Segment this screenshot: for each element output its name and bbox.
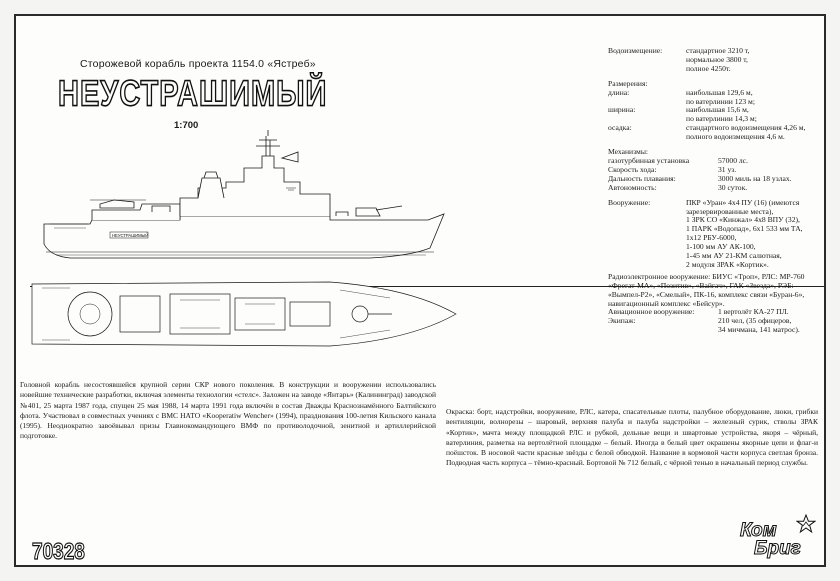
product-code: 70328 — [32, 539, 86, 566]
spec-label: длина: — [608, 87, 630, 97]
spec-value: по ватерлинии 14,3 м; — [686, 114, 757, 124]
spec-value: 210 чел, (35 офицеров, — [718, 316, 792, 326]
spec-value: «Фрегат-МА», «Позитив», «Вайгач», ГАК «З… — [608, 280, 794, 290]
spec-value: 1 ЗРК СО «Кинжал» 4х8 ВПУ (32), — [686, 215, 800, 225]
spec-value: по ватерлинии 123 м; — [686, 96, 755, 106]
spec-label: ширина: — [608, 105, 636, 115]
spec-armament: Вооружение: ПКР «Уран» 4х4 ПУ (16) (имею… — [608, 197, 820, 270]
spec-label: Размерения: — [608, 78, 648, 88]
spec-value: стандартное 3210 т, — [686, 46, 750, 55]
spec-value: полного водоизмещения 4,6 м. — [686, 132, 785, 142]
spec-label: Вооружение: — [608, 197, 651, 207]
spec-label: Скорость хода: — [608, 164, 657, 174]
spec-label: Дальность плавания: — [608, 173, 676, 183]
spec-crew: Экипаж: 210 чел, (35 офицеров, 34 мичман… — [608, 316, 820, 335]
spec-speed: Скорость хода: 31 уз. — [608, 164, 820, 175]
spec-value: 2 модуля ЗРАК «Кортик». — [686, 259, 769, 269]
ship-side-profile-drawing: НЕУСТРАШИМЫЙ — [43, 130, 445, 259]
spec-value: 1-100 мм АУ АК-100, — [686, 242, 756, 252]
spec-value: 1 вертолёт КА-27 ПЛ. — [718, 307, 789, 317]
spec-machinery: газотурбинная установка 57000 лс. — [608, 155, 820, 166]
spec-electronics: Радиоэлектронное вооружение: БИУС «Троп»… — [608, 271, 820, 309]
logo-text-line1: Ком — [740, 520, 778, 542]
spec-beam: ширина: наибольшая 15,6 м, по ватерлинии… — [608, 106, 820, 124]
spec-label: Автономность: — [608, 182, 657, 192]
spec-value: 1 ПАРК «Водопад», 6х1 533 мм ТА, — [686, 224, 803, 234]
ship-class-subtitle: Сторожевой корабль проекта 1154.0 «Ястре… — [80, 58, 316, 70]
spec-value: Радиоэлектронное вооружение: БИУС «Троп»… — [608, 271, 805, 281]
ship-name-title: НЕУСТРАШИМЫЙ — [57, 73, 328, 115]
ship-plan-view-drawing — [31, 281, 457, 347]
spec-value: «Вымпел-Р2», «Смелый», ПК-16, комплекс с… — [608, 289, 805, 299]
logo-text-line2: Бриг — [754, 538, 802, 560]
spec-aviation: Авиационное вооружение: 1 вертолёт КА-27… — [608, 308, 820, 317]
spec-value: 57000 лс. — [718, 155, 748, 165]
spec-draft: осадка: стандартного водоизмещения 4,26 … — [608, 123, 820, 142]
spec-value: 1-45 мм АУ 21-КМ салютная, — [686, 251, 782, 261]
spec-label: Механизмы: — [608, 147, 649, 157]
paint-scheme-description: Окраска: борт, надстройки, вооружение, Р… — [446, 407, 818, 468]
spec-label: Водоизмещение: — [608, 46, 663, 55]
history-description: Головной корабль несостоявшейся крупной … — [20, 380, 436, 441]
spec-value: наибольшая 15,6 м, — [686, 105, 749, 115]
spec-value: полное 4250т. — [686, 63, 731, 73]
specifications-block: Водоизмещение: стандартное 3210 т, норма… — [608, 46, 820, 335]
spec-value: нормальное 3800 т, — [686, 54, 748, 64]
spec-value: 1х12 РБУ-6000, — [686, 233, 737, 243]
spec-displacement: Водоизмещение: стандартное 3210 т, норма… — [608, 46, 820, 74]
spec-value: 30 суток. — [718, 182, 748, 192]
spec-length: длина: наибольшая 129,6 м, по ватерлинии… — [608, 87, 820, 107]
spec-value: навигационный комплекс «Бейсур». — [608, 298, 725, 308]
spec-label: осадка: — [608, 123, 632, 133]
spec-autonomy: Автономность: 30 суток. — [608, 182, 820, 193]
scale-label: 1:700 — [174, 120, 199, 131]
spec-label: газотурбинная установка — [608, 155, 690, 165]
kombrig-logo: Ком Бриг — [732, 514, 822, 564]
spec-label: Экипаж: — [608, 316, 636, 326]
spec-value: 34 мичмана, 141 матрос). — [718, 325, 800, 335]
spec-value: ПКР «Уран» 4х4 ПУ (16) (имеются — [686, 197, 800, 207]
divider-line — [30, 286, 824, 287]
spec-value: стандартного водоизмещения 4,26 м, — [686, 123, 806, 133]
drawing-sheet: Сторожевой корабль проекта 1154.0 «Ястре… — [14, 14, 826, 567]
spec-label: Авиационное вооружение: — [608, 307, 695, 317]
hull-name-plate: НЕУСТРАШИМЫЙ — [112, 233, 148, 238]
spec-value: наибольшая 129,6 м, — [686, 87, 753, 97]
spec-value: зарезервированные места), — [686, 206, 774, 216]
spec-value: 3000 миль на 18 узлах. — [718, 173, 792, 183]
spec-value: 31 уз. — [718, 164, 737, 174]
spec-range: Дальность плавания: 3000 миль на 18 узла… — [608, 173, 820, 184]
kombrig-logo-star-icon — [796, 514, 816, 534]
